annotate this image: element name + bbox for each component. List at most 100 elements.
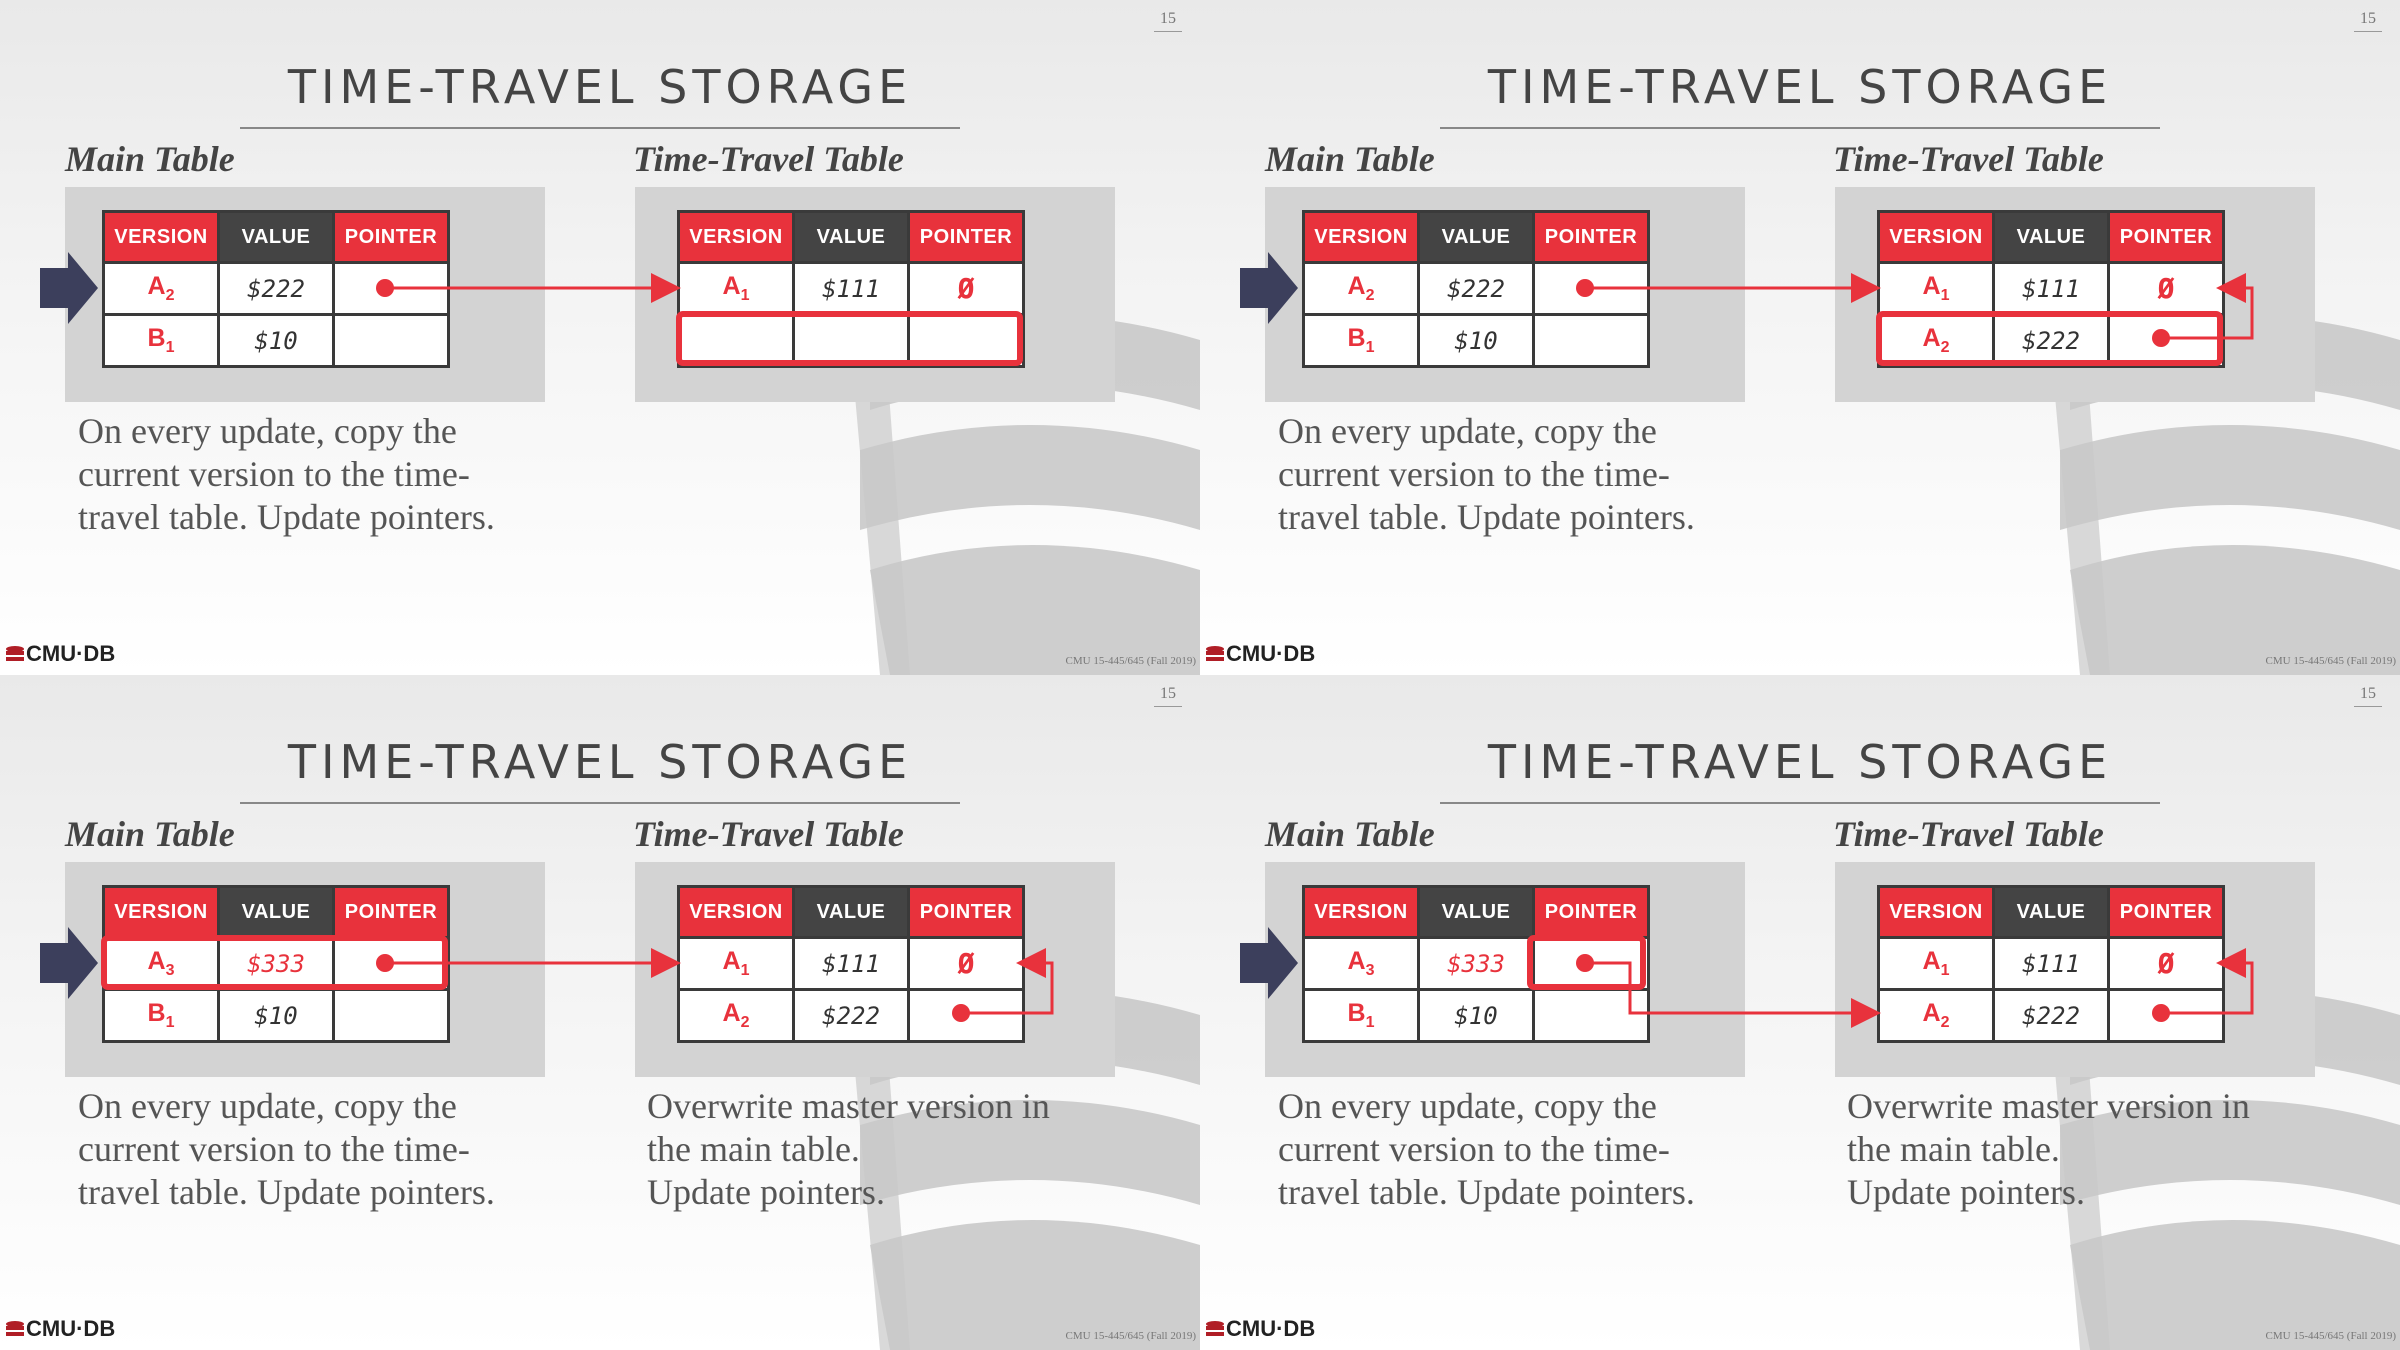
version-cell: B1: [102, 313, 220, 368]
cmu-db-logo: CMU·DB: [1204, 1316, 1315, 1342]
caption-line: On every update, copy the: [78, 411, 457, 451]
course-footer: CMU 15-445/645 (Fall 2019): [1065, 655, 1196, 667]
slide-title: TIME-TRAVEL STORAGE: [1487, 60, 2113, 114]
table-row: A1 $111 Ø: [677, 261, 1025, 316]
caption-line: On every update, copy the: [1278, 1086, 1657, 1126]
table-row: B1 $10: [1302, 988, 1650, 1043]
value-cell: $222: [1417, 261, 1535, 316]
value-column-header: VALUE: [217, 210, 335, 264]
caption-line: current version to the time-: [78, 1129, 470, 1169]
cmu-db-logo: CMU·DB: [4, 1316, 115, 1342]
table-header-row: VERSION VALUE POINTER: [1302, 210, 1650, 264]
caption-line: the main table.: [647, 1129, 860, 1169]
pointer-cell: [907, 313, 1025, 368]
value-cell: $10: [1417, 988, 1535, 1043]
version-column-header: VERSION: [677, 885, 795, 939]
main-caption: On every update, copy the current versio…: [1278, 1085, 1695, 1214]
database-logo-icon: [1206, 1321, 1224, 1337]
table-row: A3 $333: [1302, 936, 1650, 991]
version-column-header: VERSION: [1877, 885, 1995, 939]
main-table-label: Main Table: [65, 814, 235, 854]
pointer-cell: [2107, 313, 2225, 368]
value-cell: [792, 313, 910, 368]
version-cell: A2: [1877, 313, 1995, 368]
version-column-header: VERSION: [1302, 885, 1420, 939]
caption-line: current version to the time-: [78, 454, 470, 494]
version-column-header: VERSION: [677, 210, 795, 264]
version-cell: A2: [677, 988, 795, 1043]
pointer-cell: [332, 936, 450, 991]
pointer-cell: [2107, 988, 2225, 1043]
value-cell: $111: [792, 936, 910, 991]
caption-line: Overwrite master version in: [1847, 1086, 2250, 1126]
page-number: 15: [2354, 685, 2382, 707]
slide-title: TIME-TRAVEL STORAGE: [1487, 735, 2113, 789]
pointer-cell: [1532, 261, 1650, 316]
title-divider: [240, 802, 960, 804]
time-travel-caption: Overwrite master version in the main tab…: [647, 1085, 1050, 1214]
pointer-cell: [332, 261, 450, 316]
main-caption: On every update, copy the current versio…: [78, 1085, 495, 1214]
title-divider: [1440, 127, 2160, 129]
value-cell: $111: [792, 261, 910, 316]
value-cell: $333: [1417, 936, 1535, 991]
logo-text: CMU·DB: [1226, 641, 1316, 666]
pointer-cell: [332, 313, 450, 368]
version-cell: A1: [1877, 936, 1995, 991]
value-cell: $111: [1992, 261, 2110, 316]
pointer-cell: Ø: [2107, 261, 2225, 316]
pointer-cell: Ø: [2107, 936, 2225, 991]
value-column-header: VALUE: [217, 885, 335, 939]
slide: 15 TIME-TRAVEL STORAGE Main Table Time-T…: [0, 675, 1200, 1350]
version-cell: B1: [1302, 313, 1420, 368]
table-row: A1 $111 Ø: [1877, 261, 2225, 316]
version-column-header: VERSION: [1302, 210, 1420, 264]
page-number: 15: [2354, 10, 2382, 32]
table-row: B1 $10: [102, 988, 450, 1043]
version-cell: A1: [677, 261, 795, 316]
time-travel-table: VERSION VALUE POINTER A1 $111 Ø A2 $222: [1877, 210, 2225, 368]
slide: 15 TIME-TRAVEL STORAGE Main Table Time-T…: [0, 0, 1200, 675]
caption-line: Update pointers.: [647, 1172, 885, 1212]
version-cell: A3: [102, 936, 220, 991]
slide: 15 TIME-TRAVEL STORAGE Main Table Time-T…: [1200, 0, 2400, 675]
version-cell: [677, 313, 795, 368]
version-cell: A3: [1302, 936, 1420, 991]
table-header-row: VERSION VALUE POINTER: [1877, 210, 2225, 264]
time-travel-table: VERSION VALUE POINTER A1 $111 Ø: [677, 210, 1025, 368]
value-column-header: VALUE: [792, 885, 910, 939]
pointer-cell: [1532, 313, 1650, 368]
caption-line: current version to the time-: [1278, 1129, 1670, 1169]
pointer-cell: [1532, 936, 1650, 991]
table-row: B1 $10: [102, 313, 450, 368]
version-cell: A2: [1302, 261, 1420, 316]
main-table: VERSION VALUE POINTER A3 $333 B1 $10: [102, 885, 450, 1043]
database-logo-icon: [6, 1321, 24, 1337]
caption-line: travel table. Update pointers.: [78, 1172, 495, 1212]
time-travel-table: VERSION VALUE POINTER A1 $111 Ø A2 $222: [1877, 885, 2225, 1043]
caption-line: travel table. Update pointers.: [1278, 1172, 1695, 1212]
value-cell: $10: [217, 313, 335, 368]
caption-line: Update pointers.: [1847, 1172, 2085, 1212]
main-table-label: Main Table: [1265, 814, 1435, 854]
table-row: A3 $333: [102, 936, 450, 991]
main-caption: On every update, copy the current versio…: [1278, 410, 1695, 539]
table-row: [677, 313, 1025, 368]
table-row: A2 $222: [1302, 261, 1650, 316]
value-cell: $111: [1992, 936, 2110, 991]
cmu-db-logo: CMU·DB: [4, 641, 115, 667]
pointer-column-header: POINTER: [332, 210, 450, 264]
table-header-row: VERSION VALUE POINTER: [102, 210, 450, 264]
caption-line: Overwrite master version in: [647, 1086, 1050, 1126]
pointer-cell: Ø: [907, 936, 1025, 991]
pointer-column-header: POINTER: [1532, 885, 1650, 939]
logo-text: CMU·DB: [1226, 1316, 1316, 1341]
time-travel-table-label: Time-Travel Table: [633, 139, 904, 179]
version-cell: B1: [1302, 988, 1420, 1043]
title-divider: [240, 127, 960, 129]
pointer-column-header: POINTER: [907, 885, 1025, 939]
version-cell: B1: [102, 988, 220, 1043]
pointer-column-header: POINTER: [907, 210, 1025, 264]
time-travel-table-label: Time-Travel Table: [1833, 814, 2104, 854]
table-header-row: VERSION VALUE POINTER: [677, 210, 1025, 264]
